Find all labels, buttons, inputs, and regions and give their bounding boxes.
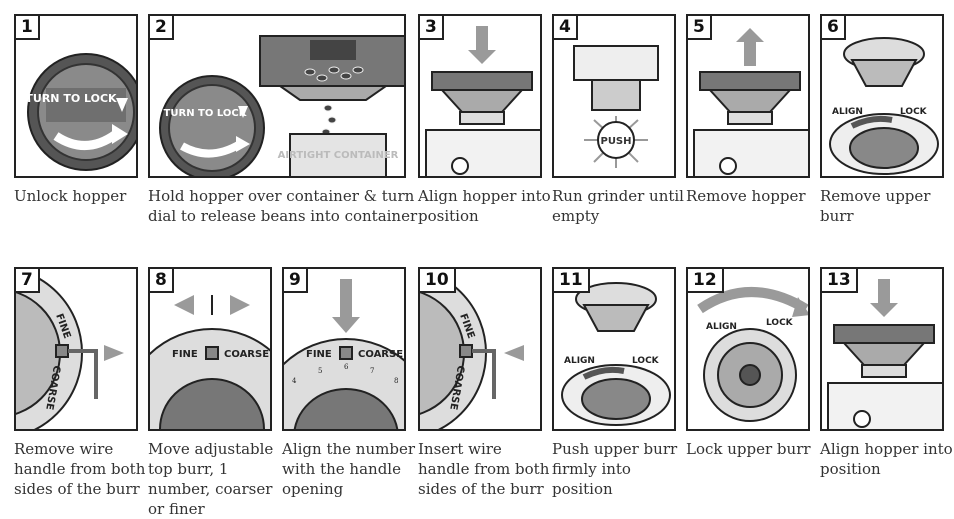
step-caption: Unlock hopper [14, 187, 127, 205]
container-label: AIRTIGHT CONTAINER [278, 150, 399, 161]
step-caption: Hold hopper over container & turn dial t… [148, 187, 418, 225]
step-6-panel: 6 ALIGN LOCK [820, 14, 944, 178]
align-label: ALIGN [832, 107, 863, 117]
remove-hopper-illustration [688, 16, 808, 176]
lock-label: LOCK [766, 318, 794, 328]
step-caption: Push upper burr firmly into position [552, 440, 678, 498]
left-arrow-icon [504, 345, 524, 361]
push-burr-illustration: ALIGN LOCK [554, 269, 674, 429]
step-11-panel: 11 ALIGN LOCK [552, 267, 676, 431]
step-number: 10 [420, 269, 456, 293]
down-arrow-icon [870, 279, 898, 317]
step-number: 4 [554, 16, 578, 40]
coarse-label: COARSE [224, 349, 269, 360]
rotate-arrow-icon [697, 287, 808, 314]
step-1-panel: 1 TURN TO LOCK [14, 14, 138, 178]
step-caption: Remove hopper [686, 187, 806, 205]
run-grinder-illustration: PUSH [554, 16, 674, 176]
step-number: 2 [150, 16, 174, 40]
align-hopper-illustration [822, 269, 942, 429]
step-13-panel: 13 [820, 267, 944, 431]
push-label: PUSH [600, 136, 631, 147]
step-number: 13 [822, 269, 858, 293]
up-arrow-icon [736, 28, 764, 66]
step-number: 9 [284, 269, 308, 293]
step-10-panel: 10 FINE COARSE [418, 267, 542, 431]
adjust-burr-illustration: FINE COARSE [150, 269, 270, 429]
step-caption: Run grinder until empty [552, 187, 684, 225]
step-caption: Align hopper into position [418, 187, 551, 225]
fine-label: FINE [306, 349, 332, 360]
step-number: 8 [150, 269, 174, 293]
align-hopper-illustration [420, 16, 540, 176]
unlock-dial-illustration: TURN TO LOCK [16, 16, 136, 176]
remove-burr-illustration: ALIGN LOCK [822, 16, 942, 176]
step-caption: Align the number with the handle opening [282, 440, 415, 498]
scale-6: 6 [344, 363, 349, 371]
align-label: ALIGN [706, 322, 737, 332]
release-beans-illustration: TURN TO LOCK AIRTIGHT CONTAINER [150, 16, 404, 176]
step-number: 7 [16, 269, 40, 293]
step-number: 5 [688, 16, 712, 40]
step-2-panel: 2 TURN TO LOCK AIRTIGHT CONTA [148, 14, 406, 178]
scale-8: 8 [394, 377, 398, 385]
step-12-panel: 12 ALIGN LOCK [686, 267, 810, 431]
step-caption: Remove wire handle from both sides of th… [14, 440, 146, 498]
right-arrow-icon [230, 295, 250, 315]
step-caption: Align hopper into position [820, 440, 953, 478]
scale-4: 4 [292, 377, 297, 385]
remove-handle-illustration: FINE COARSE [16, 269, 136, 429]
step-caption: Remove upper burr [820, 187, 931, 225]
dial-label-line1: TURN TO LOCK [25, 92, 117, 105]
step-number: 3 [420, 16, 444, 40]
align-number-illustration: FINE COARSE 4 5 6 7 8 [284, 269, 404, 429]
step-9-panel: 9 FINE COARSE 4 5 6 7 8 [282, 267, 406, 431]
step-8-panel: 8 FINE COARSE [148, 267, 272, 431]
step-3-panel: 3 [418, 14, 542, 178]
step-4-panel: 4 PUSH [552, 14, 676, 178]
step-caption: Insert wire handle from both sides of th… [418, 440, 550, 498]
step-number: 11 [554, 269, 590, 293]
coarse-label: COARSE [358, 349, 403, 360]
step-number: 12 [688, 269, 724, 293]
left-arrow-icon [174, 295, 194, 315]
dial-label: TURN TO LOCK [164, 108, 248, 119]
insert-handle-illustration: FINE COARSE [420, 269, 540, 429]
step-caption: Lock upper burr [686, 440, 811, 458]
right-arrow-icon [104, 345, 124, 361]
lock-label: LOCK [900, 107, 928, 117]
step-caption: Move adjustable top burr, 1 number, coar… [148, 440, 274, 518]
fine-label: FINE [172, 349, 198, 360]
step-7-panel: 7 FINE COARSE [14, 267, 138, 431]
lock-label: LOCK [632, 356, 660, 366]
step-number: 6 [822, 16, 846, 40]
down-arrow-icon [468, 26, 496, 64]
step-number: 1 [16, 16, 40, 40]
lock-burr-illustration: ALIGN LOCK [688, 269, 808, 429]
down-arrow-icon [332, 279, 360, 333]
align-label: ALIGN [564, 356, 595, 366]
scale-7: 7 [370, 367, 374, 375]
step-5-panel: 5 [686, 14, 810, 178]
scale-5: 5 [318, 367, 322, 375]
